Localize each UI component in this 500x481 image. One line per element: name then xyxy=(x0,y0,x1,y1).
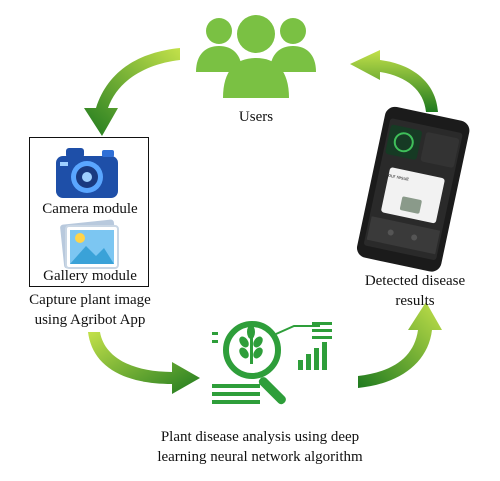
capture-label-line2: using Agribot App xyxy=(34,312,146,328)
arrow-users-to-capture xyxy=(84,48,180,136)
gallery-module-label: Gallery module xyxy=(43,268,137,284)
capture-label-line1: Capture plant image xyxy=(29,292,151,308)
camera-module-label: Camera module xyxy=(42,201,138,217)
arrow-results-to-users xyxy=(350,50,438,112)
capture-module-box xyxy=(29,137,149,287)
arrow-analysis-to-results xyxy=(358,302,442,388)
analysis-label-line2: learning neural network algorithm xyxy=(157,449,363,465)
analysis-label-line1: Plant disease analysis using deep xyxy=(160,429,360,445)
users-label: Users xyxy=(238,109,274,125)
detected-label-line2: results xyxy=(395,293,435,309)
arrow-capture-to-analysis xyxy=(88,332,200,394)
detected-label-line1: Detected disease xyxy=(364,273,466,289)
